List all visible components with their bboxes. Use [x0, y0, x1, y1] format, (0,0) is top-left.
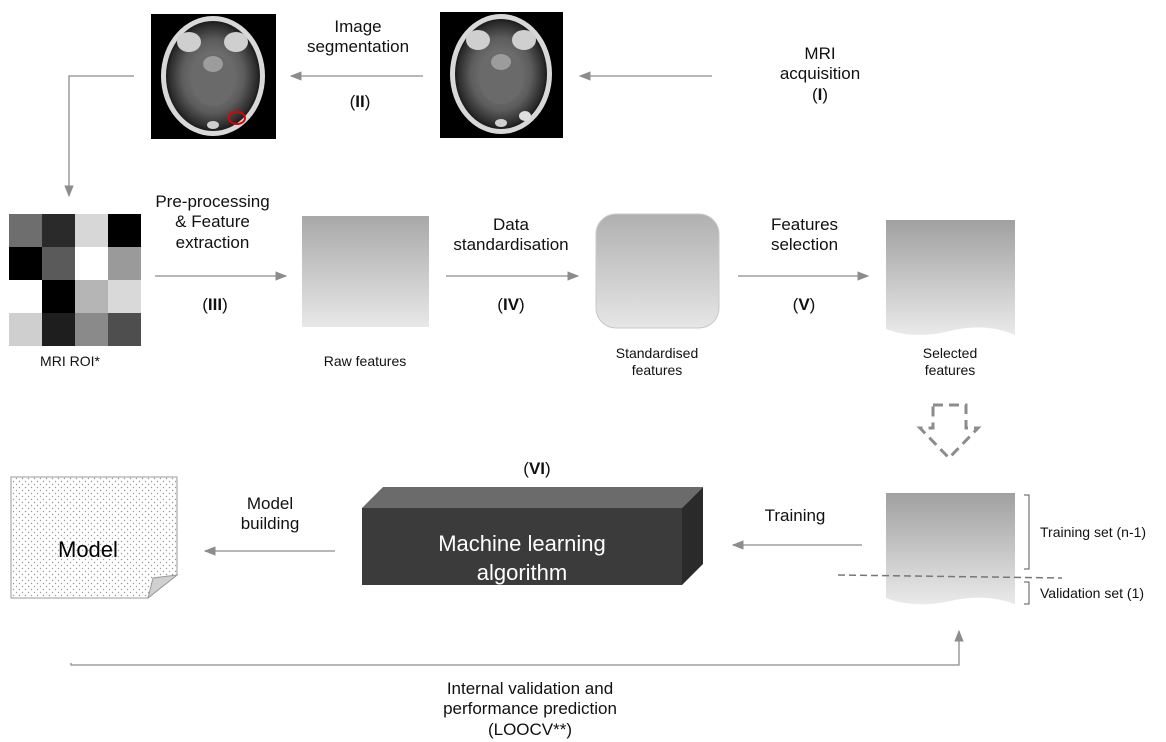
ml-algorithm-box — [362, 487, 703, 585]
roi-cell — [108, 247, 141, 280]
model-building-line2: building — [240, 514, 300, 534]
internal-validation-label: Internal validation and performance pred… — [400, 679, 660, 740]
standardised-features-line1: Standardised — [615, 345, 699, 361]
step-VI-roman: (VI) — [523, 459, 551, 478]
step-I-line2: acquisition — [779, 64, 861, 84]
roi-cell — [75, 313, 108, 346]
ml-algorithm-line2: algorithm — [476, 559, 568, 585]
selected-features-line2: features — [924, 361, 976, 378]
step-V-roman: (V) — [792, 295, 816, 314]
step-I-line1: MRI — [804, 44, 836, 63]
roi-cell — [9, 280, 42, 313]
standardised-features-line2: features — [631, 361, 683, 378]
validation-set-bracket — [1024, 581, 1030, 605]
step-I-label: MRI acquisition (I) — [740, 44, 900, 105]
roi-cell — [75, 214, 108, 247]
step-II-line1: Image — [334, 17, 382, 36]
roi-cell — [108, 280, 141, 313]
training-edge-label: Training — [764, 506, 826, 525]
training-set-bracket — [1024, 494, 1030, 570]
model-document — [10, 476, 179, 600]
model-label: Model — [58, 537, 118, 562]
roi-cell — [42, 214, 75, 247]
step-II-roman: (II) — [349, 92, 371, 111]
raw-features-box — [302, 216, 429, 327]
train-validation-doc — [886, 493, 1015, 605]
mri-roi-grid — [9, 214, 141, 346]
selected-features-line1: Selected — [922, 345, 978, 361]
step-I-roman: (I) — [811, 84, 829, 104]
step-III-roman: (III) — [202, 295, 228, 314]
training-set-label: Training set (n-1) — [1040, 524, 1147, 540]
roi-cell — [42, 280, 75, 313]
mri-acquired-image — [440, 12, 563, 138]
standardised-features-label: Standardised features — [597, 345, 717, 379]
roi-cell — [75, 247, 108, 280]
step-II-line2: segmentation — [306, 37, 410, 57]
step-V-line1: Features — [770, 215, 839, 234]
ml-algorithm-line1: Machine learning — [438, 531, 606, 556]
step-III-line1: Pre-processing — [155, 192, 270, 211]
step-III-line2: & Feature — [175, 212, 250, 232]
internal-validation-line2: performance prediction — [443, 699, 617, 719]
model-building-label: Model building — [220, 494, 320, 535]
roi-cell — [9, 214, 42, 247]
arrow-to-roi — [64, 75, 134, 198]
model-building-line1: Model — [246, 494, 294, 513]
step-III-label: Pre-processing & Feature extraction — [135, 192, 290, 253]
split-dashed-line — [837, 574, 1063, 579]
roi-cell — [108, 313, 141, 346]
raw-features-label: Raw features — [323, 353, 407, 369]
selected-features-label: Selected features — [890, 345, 1010, 379]
internal-validation-line3: (LOOCV**) — [487, 719, 573, 739]
mri-segmented-image — [151, 14, 276, 139]
arrow-internal-validation — [70, 629, 964, 666]
dashed-down-arrow — [916, 403, 982, 461]
roi-cell — [9, 247, 42, 280]
roi-cell — [108, 214, 141, 247]
step-V-line2: selection — [770, 235, 839, 255]
step-V-label: Features selection — [742, 215, 867, 256]
step-IV-line2: standardisation — [453, 235, 569, 255]
roi-cell — [75, 280, 108, 313]
roi-cell — [42, 247, 75, 280]
step-II-label: Image segmentation — [290, 17, 426, 58]
step-IV-label: Data standardisation — [436, 215, 586, 256]
standardised-features-box — [595, 213, 720, 329]
step-IV-roman: (IV) — [497, 295, 525, 314]
step-III-line3: extraction — [175, 232, 250, 252]
roi-cell — [42, 313, 75, 346]
selected-features-doc — [886, 220, 1015, 336]
internal-validation-line1: Internal validation and — [446, 679, 614, 698]
roi-cell — [9, 313, 42, 346]
validation-set-label: Validation set (1) — [1040, 585, 1145, 601]
step-IV-line1: Data — [493, 215, 529, 234]
mri-roi-label: MRI ROI* — [40, 353, 100, 369]
ml-algorithm-text: Machine learning algorithm — [362, 530, 682, 587]
